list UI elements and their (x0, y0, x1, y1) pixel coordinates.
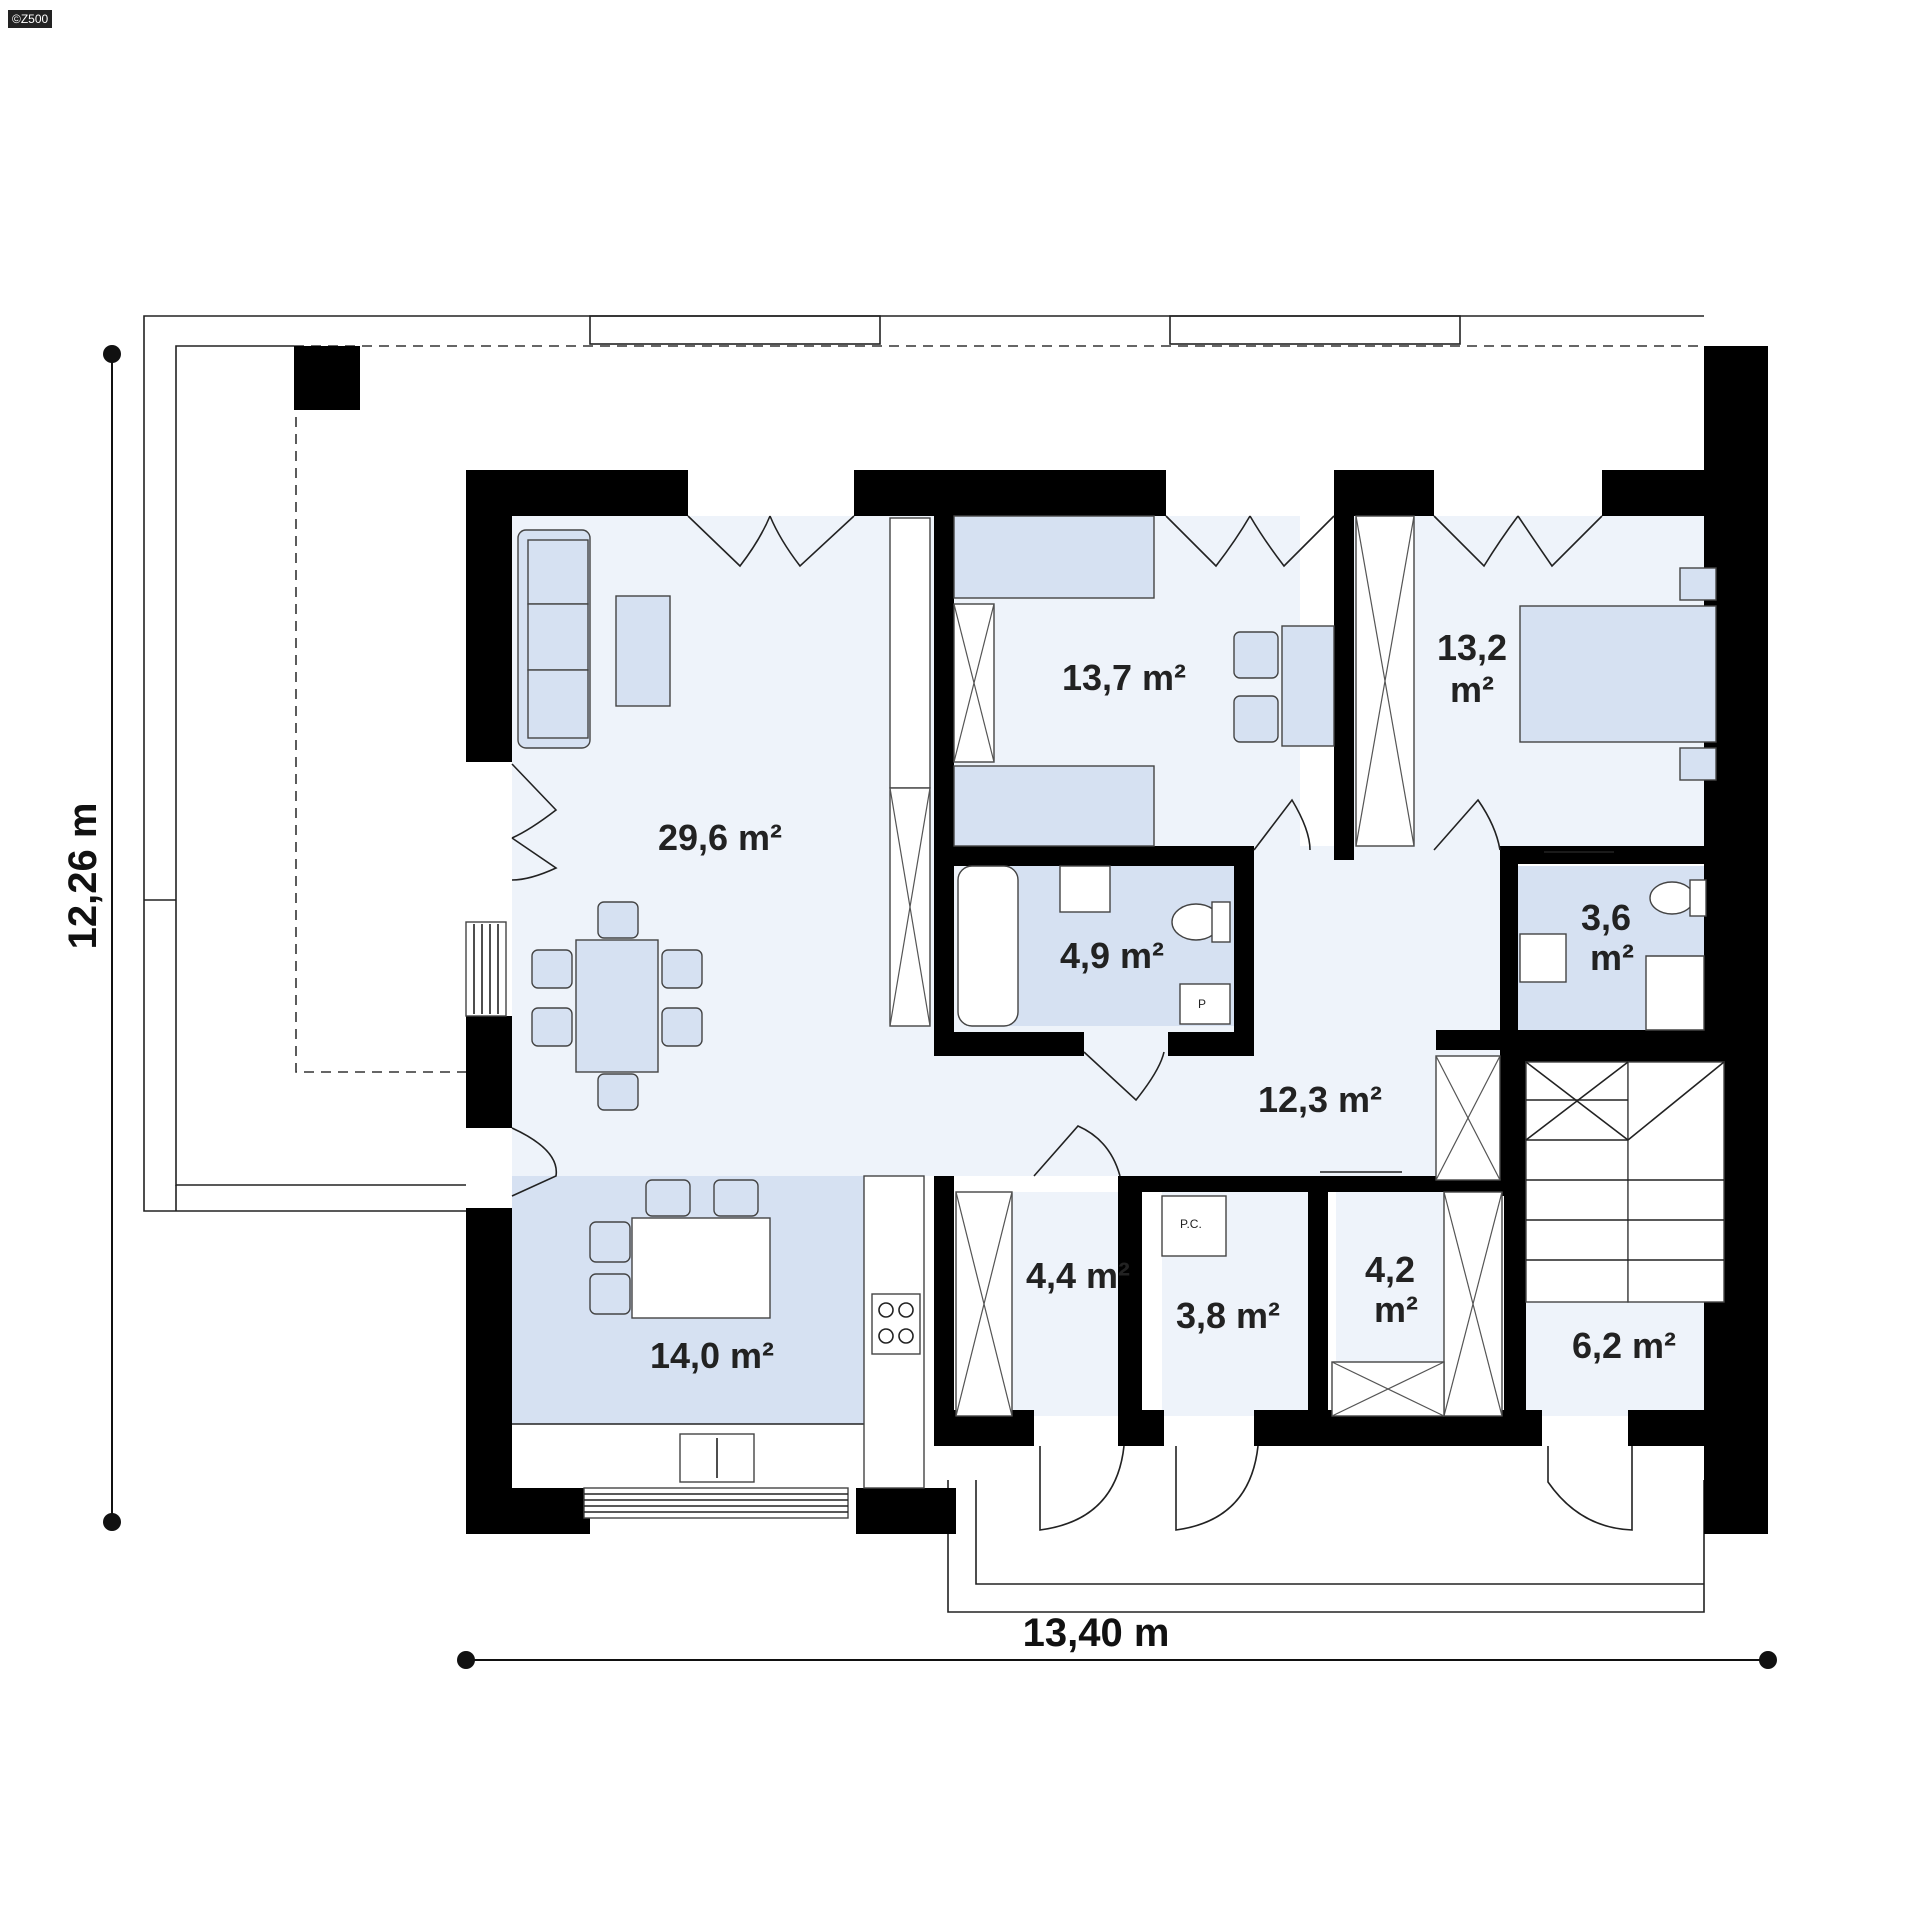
area-labels: 29,6 m² 14,0 m² 13,7 m² 13,2 m² 4,9 m² 3… (650, 627, 1676, 1376)
desk-icon (1233, 625, 1335, 747)
bed-icon (953, 515, 1155, 847)
sofa-icon (517, 529, 591, 749)
wardrobe-icon (1435, 1055, 1501, 1181)
walls (466, 346, 1768, 1534)
toilet-icon (1649, 879, 1707, 917)
wardrobe-icon (1331, 1191, 1503, 1417)
stairs-icon (1525, 1061, 1725, 1303)
sink-icon (1519, 933, 1567, 983)
wardrobe-icon (955, 1191, 1013, 1417)
width-label: 13,40 m (1023, 1611, 1170, 1655)
door-swings (511, 515, 1633, 1531)
room-area-bedroom-2-value: 13,2 (1437, 627, 1507, 668)
shower-icon (1645, 955, 1705, 1031)
room-area-stairs: 6,2 m² (1572, 1325, 1676, 1366)
boiler-icon (1161, 1195, 1227, 1257)
terrace-outline (143, 315, 1705, 1613)
room-area-bedroom-1: 13,7 m² (1062, 657, 1186, 698)
room-area-boiler: 3,8 m² (1176, 1295, 1280, 1336)
room-area-shower-value: 3,6 (1581, 897, 1631, 938)
room-area-storage-2-unit: m² (1374, 1289, 1418, 1330)
room-area-bedroom-2-unit: m² (1450, 669, 1494, 710)
stove-icon (871, 1293, 921, 1355)
room-area-storage-1: 4,4 m² (1026, 1255, 1130, 1296)
wardrobe-icon (889, 515, 1415, 1027)
room-area-hall: 12,3 m² (1258, 1079, 1382, 1120)
copyright-badge: ©Z500 (8, 10, 53, 28)
height-label: 12,26 m (61, 803, 105, 950)
sink-icon (1059, 865, 1111, 913)
room-area-bathroom: 4,9 m² (1060, 935, 1164, 976)
dimension-height: 12,26 m (61, 345, 121, 1531)
double-bed-icon (1519, 567, 1717, 781)
toilet-icon (1171, 901, 1231, 943)
box-icon (1179, 983, 1231, 1025)
box-label: P (1198, 997, 1206, 1011)
room-area-shower-unit: m² (1590, 937, 1634, 978)
room-area-kitchen: 14,0 m² (650, 1335, 774, 1376)
room-area-storage-2-value: 4,2 (1365, 1249, 1415, 1290)
kitchen-table-icon (589, 1179, 771, 1319)
bathtub-icon (957, 865, 1019, 1027)
room-area-living: 29,6 m² (658, 817, 782, 858)
kitchen-counter (512, 1175, 925, 1489)
dimension-width: 13,40 m (457, 1611, 1777, 1669)
dining-table-icon (531, 901, 703, 1111)
boiler-label: P.C. (1180, 1217, 1202, 1231)
coffee-table-icon (615, 595, 671, 707)
windows (465, 921, 849, 1519)
